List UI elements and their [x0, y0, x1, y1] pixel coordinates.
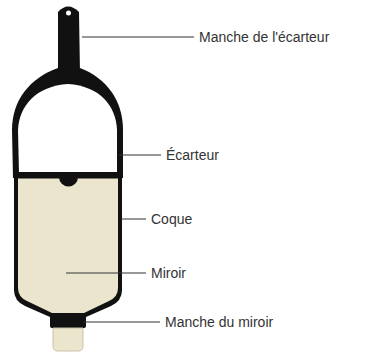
- part-label: Miroir: [150, 265, 187, 282]
- retractor-handle: [58, 7, 80, 75]
- leader-line: [82, 37, 194, 38]
- retractor-ring: [12, 68, 123, 178]
- mirror-handle: [53, 328, 83, 351]
- hanging-hole: [66, 11, 71, 16]
- leader-line: [119, 155, 161, 156]
- leader-line: [121, 219, 146, 220]
- part-label: Manche de l'écarteur: [198, 29, 330, 46]
- mirror-handle-collar: [50, 313, 86, 328]
- mirror: [18, 177, 118, 313]
- notch: [59, 177, 78, 187]
- leader-line: [84, 322, 160, 323]
- part-label: Manche du miroir: [164, 314, 274, 331]
- part-label: Écarteur: [165, 147, 220, 164]
- leader-line: [66, 273, 146, 274]
- retractor-opening: [18, 84, 117, 174]
- shell: [14, 172, 122, 317]
- part-label: Coque: [150, 211, 193, 228]
